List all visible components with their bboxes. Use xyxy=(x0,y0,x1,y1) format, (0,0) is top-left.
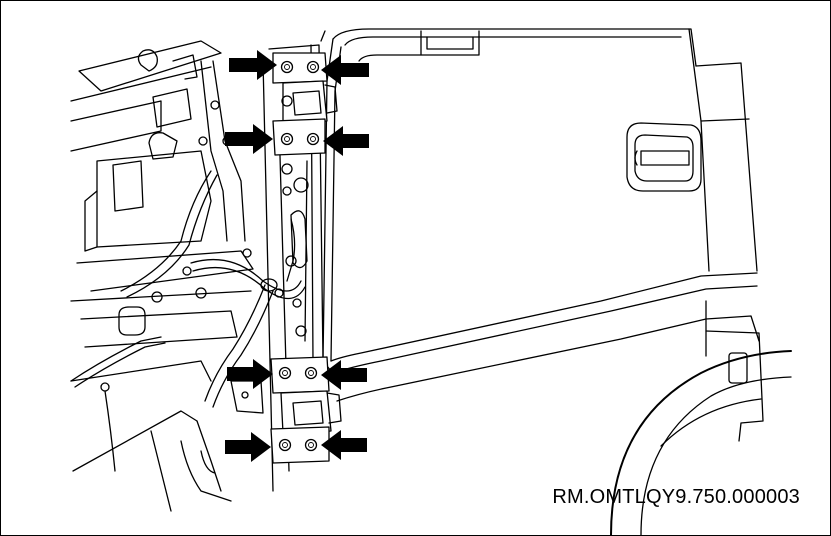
lower-hinge-bolt-2 xyxy=(304,366,318,380)
arrow-left-upper-top xyxy=(321,55,369,85)
arrows xyxy=(225,50,369,462)
arrow-right-upper-top xyxy=(229,50,277,80)
arrow-left-lower-top xyxy=(321,360,367,390)
door-panel xyxy=(322,28,792,535)
upper-hinge xyxy=(272,52,338,156)
upper-hinge-bolt-4 xyxy=(306,132,320,146)
upper-hinge-bolt-2 xyxy=(306,60,320,74)
upper-hinge-bolt-3 xyxy=(280,132,294,146)
arrow-right-lower-top xyxy=(227,359,273,389)
arrow-right-lower-bottom xyxy=(225,432,271,462)
lower-hinge-bolt-1 xyxy=(278,366,292,380)
reference-code: RM.OMTLQY9.750.000003 xyxy=(552,486,800,508)
lower-hinge xyxy=(270,356,342,464)
arrow-left-upper-bottom xyxy=(323,126,369,156)
upper-hinge-bolt-1 xyxy=(280,60,294,74)
arrow-right-upper-bottom xyxy=(225,124,273,154)
lower-hinge-bolt-4 xyxy=(304,438,318,452)
lower-hinge-bolt-3 xyxy=(278,438,292,452)
arrow-left-lower-bottom xyxy=(321,430,367,460)
wire-harness xyxy=(70,30,326,472)
